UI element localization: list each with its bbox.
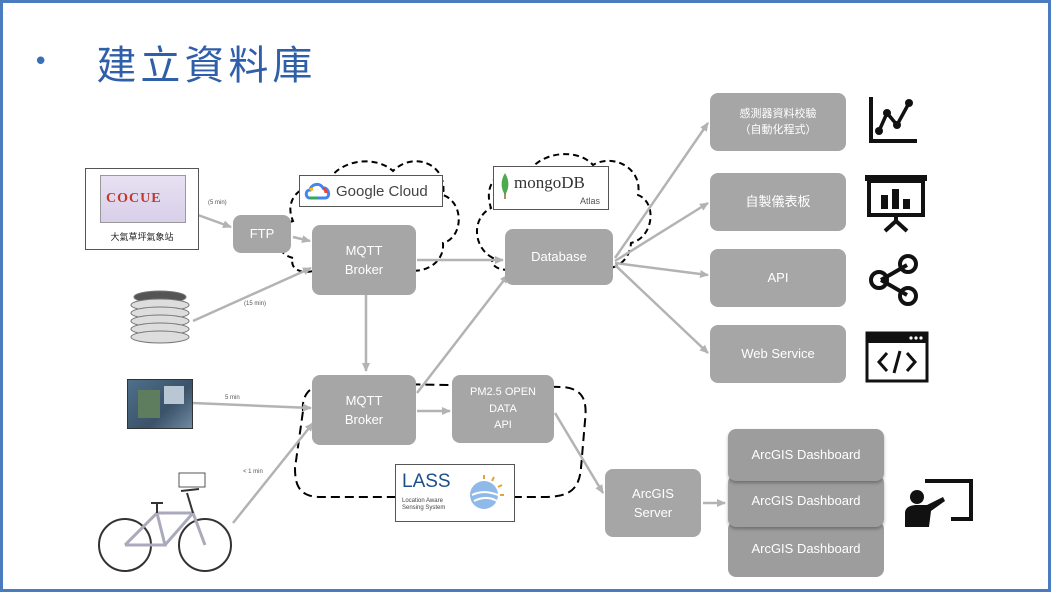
station-logo-brand: COCUE [106, 191, 162, 206]
station-caption: 大氣草坪氣象站 [110, 233, 174, 243]
edge-bike-mqtt2 [232, 422, 314, 524]
lass-globe-icon [470, 475, 504, 509]
lass-label: LASS [402, 471, 451, 492]
sensor-calibration-node: 感測器資料校驗 （自動化程式） [710, 93, 846, 151]
mongodb-label: mongoDB [514, 173, 585, 192]
title-bullet: • [33, 47, 49, 77]
edge-label-device-mqtt: 5 min [225, 395, 240, 401]
arcgis-dashboard-node-3: ArcGIS Dashboard [728, 521, 884, 577]
arcgis-server-node: ArcGIS Server [605, 469, 701, 537]
mongodb-logo: mongoDB Atlas [493, 166, 609, 210]
edge-database-webservice [614, 264, 709, 354]
arcgis-dashboard-node-1: ArcGIS Dashboard [728, 429, 884, 481]
edge-sensor-mqtt1 [192, 266, 312, 323]
api-node: API [710, 249, 846, 307]
mongodb-leaf-icon [501, 173, 509, 199]
mqtt-broker-node-1: MQTT Broker [312, 225, 416, 295]
web-service-node: Web Service [710, 325, 846, 383]
lass-logo: LASS Location Aware Sensing System [395, 464, 515, 522]
weather-station-logo: COCUE 大氣草坪氣象站 [85, 168, 199, 250]
mqtt-broker-node-2: MQTT Broker [312, 375, 416, 445]
edge-ftp-mqtt1 [292, 235, 311, 244]
edge-label-station-ftp: (5 min) [208, 200, 227, 206]
bicycle-icon [98, 472, 232, 572]
code-window-icon [865, 331, 929, 383]
sensor-device-photo [127, 379, 193, 429]
slide-title: 建立資料庫 [96, 43, 317, 89]
radiation-shield-sensor-icon [130, 290, 190, 344]
edge-device-mqtt2 [192, 401, 312, 412]
station-logo-image [100, 175, 186, 223]
google-cloud-icon [304, 182, 331, 200]
line-chart-icon [869, 97, 917, 143]
database-node: Database [505, 229, 613, 285]
edge-label-bike-mqtt: < 1 min [243, 469, 263, 475]
google-cloud-label: Google Cloud [336, 182, 428, 200]
edge-database-dashboard [614, 201, 709, 263]
edge-mqtt2-database [416, 274, 509, 394]
arcgis-dashboard-node-2: ArcGIS Dashboard [728, 475, 884, 527]
edge-database-api [614, 261, 709, 278]
mongodb-atlas-label: Atlas [579, 196, 600, 206]
ftp-node: FTP [233, 215, 291, 253]
lass-subtitle: Location Aware Sensing System [402, 498, 446, 512]
custom-dashboard-node: 自製儀表板 [710, 173, 846, 231]
edge-label-sensor-mqtt: (15 min) [244, 301, 267, 307]
teacher-screen-icon [905, 479, 973, 527]
edge-pm25-arcgis [553, 412, 605, 494]
edge-station-ftp [197, 213, 232, 229]
pm25-open-data-api-node: PM2.5 OPEN DATA API [452, 375, 554, 443]
edge-database-calibration [613, 122, 710, 259]
slide-title-row: • 建立資料庫 [33, 33, 316, 91]
share-icon [869, 254, 918, 306]
google-cloud-logo: Google Cloud [299, 175, 443, 207]
presentation-board-icon [865, 175, 927, 233]
